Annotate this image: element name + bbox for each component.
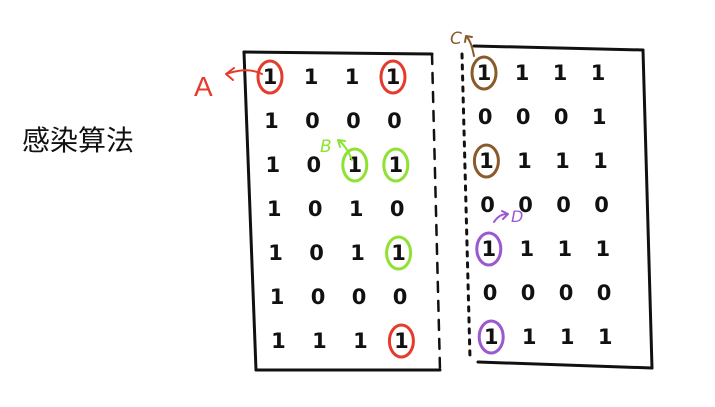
diagram-title: 感染算法 <box>22 124 134 157</box>
highlight-b-4 <box>385 235 413 271</box>
label-c-text: C <box>450 29 462 49</box>
right-cell-r6-c3: 1 <box>598 325 613 349</box>
label-b-text: B <box>320 137 332 157</box>
right-cell-r0-c0: 1 <box>477 61 492 85</box>
left-cell-r3-c2: 1 <box>349 197 364 221</box>
highlight-b-2 <box>341 147 369 183</box>
left-cell-r1-c1: 0 <box>305 109 320 133</box>
highlight-circles <box>256 55 505 359</box>
left-cell-r3-c1: 0 <box>308 197 323 221</box>
label-d: D <box>493 207 523 226</box>
right-cell-r5-c1: 0 <box>521 281 536 305</box>
left-cell-r4-c2: 1 <box>350 241 365 265</box>
highlight-a-1 <box>379 59 407 95</box>
right-cell-r6-c2: 1 <box>560 325 575 349</box>
left-cell-r4-c3: 1 <box>391 241 406 265</box>
highlight-a-5 <box>387 323 415 359</box>
right-cell-r3-c0: 0 <box>480 193 495 217</box>
label-c: C <box>450 29 475 57</box>
right-cell-r5-c3: 0 <box>597 281 612 305</box>
right-cell-r6-c0: 1 <box>484 325 499 349</box>
right-cell-r2-c0: 1 <box>479 149 494 173</box>
arrow-a-icon <box>225 67 263 81</box>
right-cell-r6-c1: 1 <box>522 325 537 349</box>
left-cell-r5-c3: 0 <box>393 285 408 309</box>
left-cell-r0-c2: 1 <box>345 65 360 89</box>
highlight-a-0 <box>256 59 284 95</box>
left-cell-r5-c2: 0 <box>352 285 367 309</box>
left-cell-r0-c1: 1 <box>304 65 319 89</box>
right-cell-r5-c2: 0 <box>559 281 574 305</box>
left-cell-r3-c0: 1 <box>267 197 282 221</box>
left-cell-r1-c0: 1 <box>264 109 279 133</box>
left-cell-r5-c1: 0 <box>311 285 326 309</box>
right-cell-r5-c0: 0 <box>483 281 498 305</box>
left-cell-r6-c0: 1 <box>271 329 286 353</box>
arrow-d-icon <box>493 210 509 223</box>
right-cell-r4-c0: 1 <box>481 237 496 261</box>
highlight-d-9 <box>477 319 505 355</box>
highlight-d-8 <box>475 231 503 267</box>
arrow-c-icon <box>464 35 475 57</box>
left-cell-r2-c0: 1 <box>265 153 280 177</box>
arrow-b-icon <box>337 139 353 161</box>
right-cell-r4-c1: 1 <box>519 237 534 261</box>
left-cell-r2-c1: 0 <box>306 153 321 177</box>
right-cell-r0-c1: 1 <box>515 61 530 85</box>
left-matrix-frame <box>242 50 442 372</box>
left-cell-r6-c3: 1 <box>394 329 409 353</box>
right-cell-r2-c1: 1 <box>517 149 532 173</box>
left-cell-r4-c1: 0 <box>309 241 324 265</box>
label-d-text: D <box>511 207 523 226</box>
right-cell-r1-c2: 0 <box>554 105 569 129</box>
right-cell-r2-c2: 1 <box>555 149 570 173</box>
right-cell-r1-c3: 1 <box>592 105 607 129</box>
left-cell-r5-c0: 1 <box>270 285 285 309</box>
right-cell-r1-c0: 0 <box>478 105 493 129</box>
right-cell-r2-c3: 1 <box>593 149 608 173</box>
left-cell-r6-c1: 1 <box>312 329 327 353</box>
highlight-c-7 <box>472 143 500 179</box>
right-cell-r4-c2: 1 <box>557 237 572 261</box>
left-cell-r3-c3: 0 <box>390 197 405 221</box>
label-a-text: A <box>194 71 213 102</box>
left-cell-r1-c3: 0 <box>387 109 402 133</box>
right-cell-r3-c3: 0 <box>594 193 609 217</box>
label-b: B <box>320 137 353 161</box>
right-cell-r3-c1: 0 <box>518 193 533 217</box>
left-cell-r1-c2: 0 <box>346 109 361 133</box>
left-cell-r0-c0: 1 <box>263 65 278 89</box>
left-cell-r2-c3: 1 <box>388 153 403 177</box>
highlight-b-3 <box>382 147 410 183</box>
left-cell-r6-c2: 1 <box>353 329 368 353</box>
right-cell-r0-c2: 1 <box>553 61 568 85</box>
right-cell-r0-c3: 1 <box>591 61 606 85</box>
right-cell-r3-c2: 0 <box>556 193 571 217</box>
label-a: A <box>194 67 263 102</box>
highlight-c-6 <box>470 55 498 91</box>
left-cell-r0-c3: 1 <box>386 65 401 89</box>
right-cell-r4-c3: 1 <box>595 237 610 261</box>
right-matrix-frame <box>460 44 654 370</box>
left-cell-r4-c0: 1 <box>268 241 283 265</box>
right-cell-r1-c1: 0 <box>516 105 531 129</box>
